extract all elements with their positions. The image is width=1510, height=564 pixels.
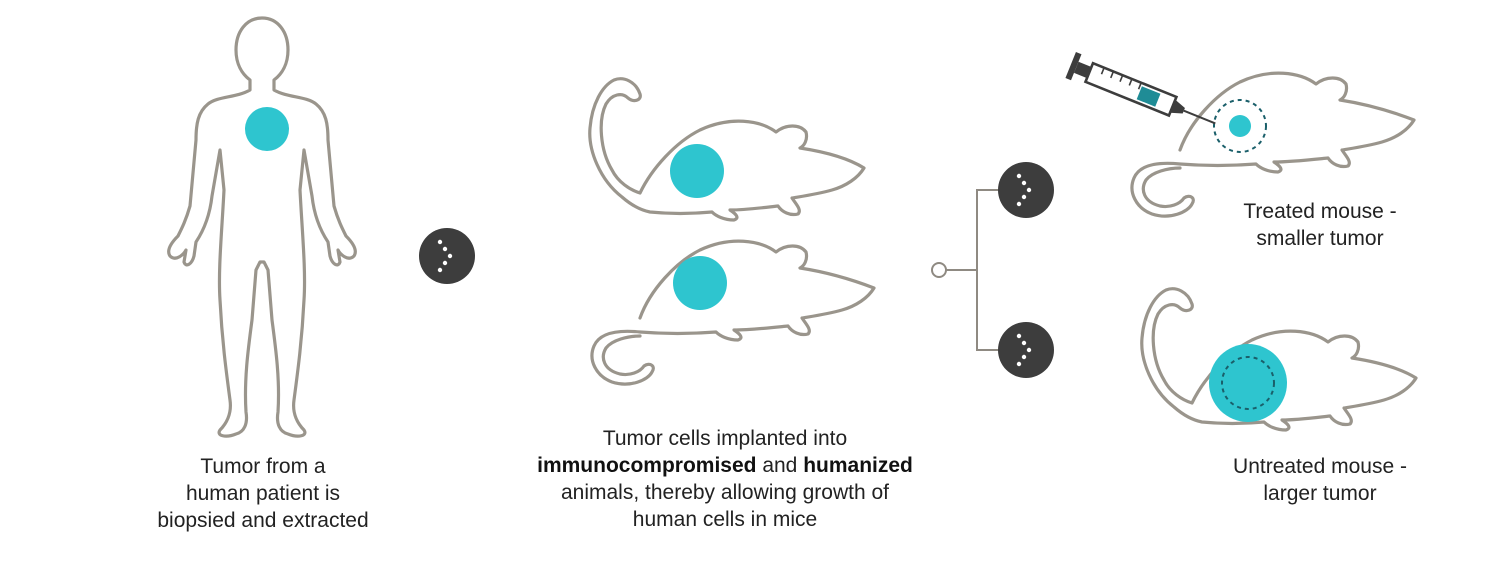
- chevron-arrow-icon: [998, 322, 1054, 378]
- untreated-tumor-margin: [1221, 356, 1275, 410]
- caption-bold-term: immunocompromised: [537, 454, 757, 477]
- caption-line: human cells in mice: [632, 508, 818, 531]
- untreated-tumor: [1209, 344, 1287, 422]
- human-tumor: [245, 107, 289, 151]
- caption-line: Tumor from a: [200, 455, 326, 478]
- caption-line: larger tumor: [1263, 482, 1377, 505]
- chevron-arrow-icon: [419, 228, 475, 284]
- caption-treated-mouse: Treated mouse - smaller tumor: [1185, 198, 1455, 252]
- caption-human-patient: Tumor from a human patient is biopsied a…: [128, 453, 398, 534]
- caption-line: smaller tumor: [1256, 227, 1384, 250]
- mouse-icon: [590, 239, 876, 386]
- caption-line: human patient is: [185, 482, 341, 505]
- treated-tumor: [1229, 115, 1251, 137]
- mouse-icon: [588, 77, 866, 222]
- mouse-tumor: [670, 144, 724, 198]
- caption-line: Untreated mouse -: [1233, 455, 1407, 478]
- human-body-icon: [167, 16, 357, 438]
- caption-implanted-mice: Tumor cells implanted into immunocomprom…: [470, 425, 980, 533]
- caption-line-emphasis: immunocompromised and humanized: [470, 452, 980, 479]
- treated-tumor-margin: [1213, 99, 1267, 153]
- chevron-arrow-icon: [998, 162, 1054, 218]
- caption-untreated-mouse: Untreated mouse - larger tumor: [1180, 453, 1460, 507]
- caption-line: Treated mouse -: [1243, 200, 1397, 223]
- mouse-icon: [1130, 71, 1416, 218]
- caption-line: biopsied and extracted: [157, 509, 369, 532]
- mouse-tumor: [673, 256, 727, 310]
- caption-line: animals, thereby allowing growth of: [560, 481, 889, 504]
- caption-line: Tumor cells implanted into: [602, 427, 848, 450]
- caption-text: and: [756, 454, 804, 477]
- caption-bold-term: humanized: [803, 454, 913, 477]
- branch-connector: [931, 189, 999, 351]
- syringe-icon: [1065, 52, 1216, 125]
